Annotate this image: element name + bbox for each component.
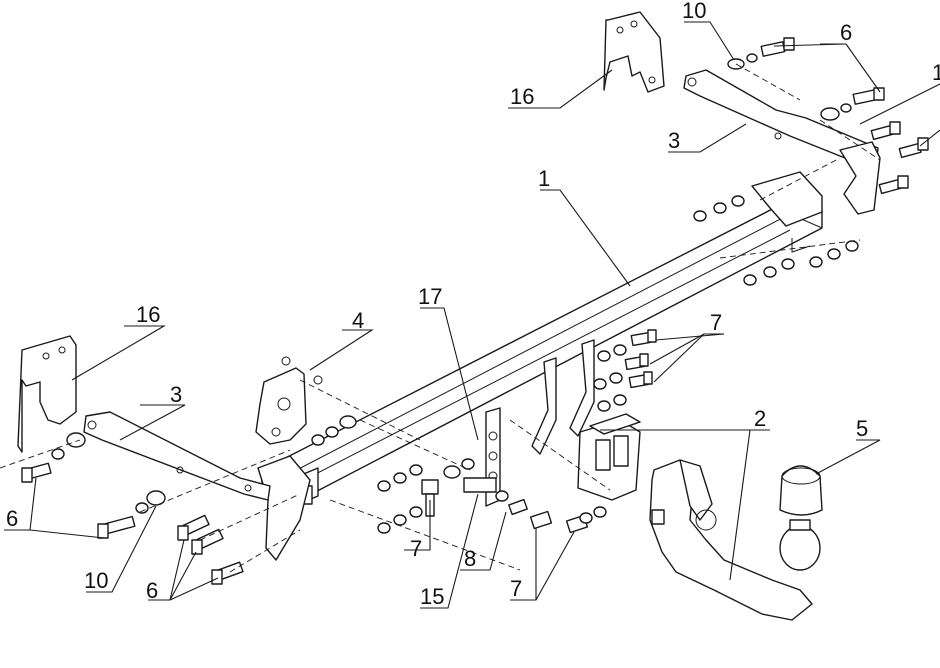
- assembly-lines: [0, 63, 881, 573]
- callout-16-left: 16: [136, 302, 160, 327]
- callout-7-upper: 7: [710, 310, 722, 335]
- callout-5: 5: [856, 416, 868, 441]
- leader-lines: [4, 21, 940, 609]
- callout-10-bottom: 10: [84, 568, 108, 593]
- right-bracket-16: [603, 11, 665, 93]
- callout-10-top: 10: [682, 0, 706, 23]
- callout-2: 2: [754, 406, 766, 431]
- callout-6-top: 6: [840, 20, 852, 45]
- callout-8: 8: [464, 546, 476, 571]
- callout-16-top: 16: [510, 84, 534, 109]
- callout-1: 1: [538, 166, 550, 191]
- callout-3-right: 3: [668, 128, 680, 153]
- callout-6-bottom: 6: [146, 578, 158, 603]
- callout-7-bottom: 7: [510, 576, 522, 601]
- callout-6-left: 6: [6, 506, 18, 531]
- right-mounting-arm: [683, 69, 881, 215]
- tow-ball: [779, 465, 823, 571]
- callout-3-left: 3: [170, 382, 182, 407]
- electrical-socket: [577, 413, 641, 501]
- socket-plate: [255, 356, 323, 445]
- fasteners: [21, 37, 929, 585]
- main-crossbar: [257, 171, 823, 561]
- callout-1-cut: 1: [932, 60, 940, 85]
- left-bracket-16: [17, 335, 77, 453]
- callout-7-mid: 7: [410, 536, 422, 561]
- callout-15: 15: [420, 584, 444, 609]
- callout-17: 17: [418, 284, 442, 309]
- callout-labels: 1 2 3 3 4 5 6 6 6 7 7 7 8 10 10 15 16 16…: [6, 0, 940, 609]
- tow-ball-neck: [649, 459, 813, 621]
- callout-4: 4: [352, 308, 364, 333]
- left-mounting-arm: [83, 411, 271, 501]
